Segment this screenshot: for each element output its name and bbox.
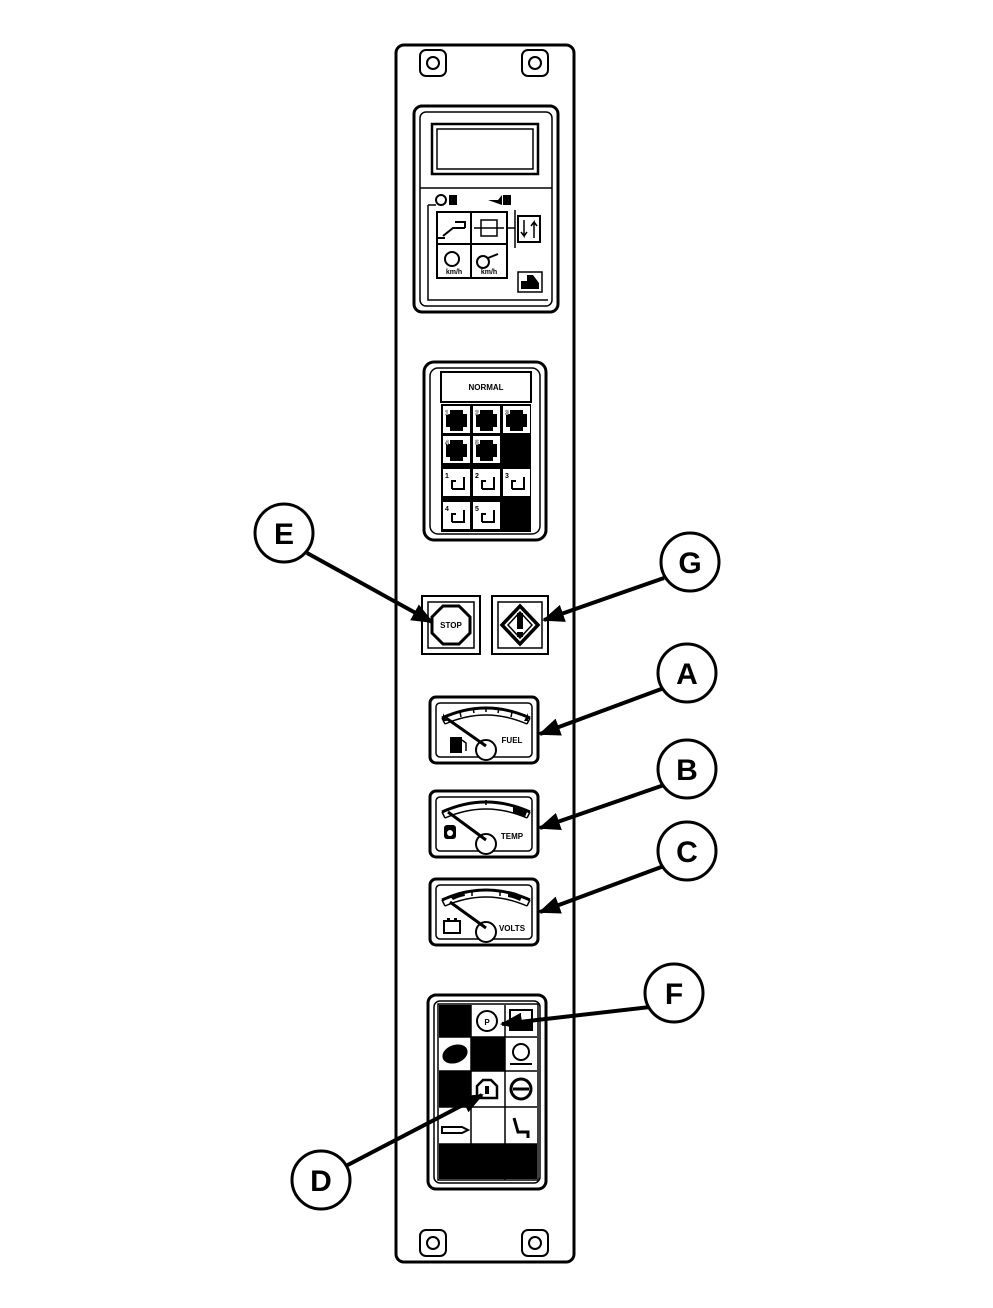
thermometer-icon — [444, 825, 456, 839]
mounting-hole-icon — [419, 49, 447, 77]
key-number: 1 — [445, 473, 449, 480]
key-number: 3 — [505, 473, 509, 480]
volts-gauge: VOLTS — [428, 877, 540, 947]
svg-text:C: C — [676, 836, 698, 869]
svg-text:F: F — [665, 978, 683, 1011]
svg-text:G: G — [678, 547, 701, 580]
hydraulic-icon — [470, 211, 508, 245]
svg-text:P: P — [484, 1018, 490, 1027]
seatbelt-icon — [509, 1077, 533, 1101]
key-number: 5 — [475, 506, 479, 513]
temp-label: TEMP — [501, 832, 524, 841]
svg-text:D: D — [310, 1165, 332, 1198]
coolant-icon — [441, 1126, 471, 1134]
mode-keypad-module: NORMAL 1 — [422, 360, 548, 542]
key-number: 2 — [475, 473, 479, 480]
callout-b: B — [656, 738, 718, 800]
key-number: 4 — [445, 440, 449, 447]
kmh-label: km/h — [446, 269, 462, 276]
callout-a: A — [656, 642, 718, 704]
mode-label: NORMAL — [468, 383, 503, 392]
transmission-icon — [510, 1043, 532, 1065]
svg-text:E: E — [274, 518, 294, 551]
key-number: 1 — [445, 410, 449, 417]
callout-f: F — [643, 962, 705, 1024]
mounting-hole-icon — [419, 1229, 447, 1257]
filter-restriction-icon — [512, 1117, 530, 1138]
fuel-label: FUEL — [502, 736, 523, 745]
stop-button[interactable]: STOP — [421, 595, 481, 655]
air-filter-icon — [442, 1044, 468, 1064]
callout-arrows — [306, 551, 665, 1170]
operator-seat-icon — [517, 271, 543, 293]
mounting-hole-icon — [521, 1229, 549, 1257]
callout-d: D — [290, 1149, 352, 1211]
kmh-label: km/h — [481, 269, 497, 276]
stop-label: STOP — [440, 621, 462, 630]
volts-label: VOLTS — [499, 924, 526, 933]
lcd-display-icon — [430, 122, 540, 176]
battery-icon — [443, 918, 461, 934]
up-down-arrow-icon — [517, 215, 541, 243]
warning-button[interactable] — [491, 595, 549, 655]
callout-c: C — [656, 820, 718, 882]
svg-text:A: A — [676, 658, 698, 691]
panel-plate — [394, 43, 576, 1264]
key-number: 5 — [475, 440, 479, 447]
key-number: 2 — [475, 410, 479, 417]
warning-diamond-icon — [499, 603, 541, 647]
callout-g: G — [659, 531, 721, 593]
key-number: 4 — [445, 506, 449, 513]
park-brake-icon: P — [476, 1010, 498, 1032]
monitor-module: km/h km/h — [412, 104, 560, 314]
key-number: 3 — [505, 410, 509, 417]
indicator-module: P — [426, 993, 548, 1191]
fuel-gauge: FUEL — [428, 695, 540, 765]
mounting-hole-icon — [521, 49, 549, 77]
engine-icon — [475, 1078, 499, 1100]
temp-gauge: TEMP — [428, 789, 540, 859]
callout-e: E — [253, 502, 315, 564]
fuel-pump-icon — [450, 737, 467, 753]
svg-text:B: B — [676, 754, 698, 787]
engine-speed-icon — [435, 194, 511, 206]
